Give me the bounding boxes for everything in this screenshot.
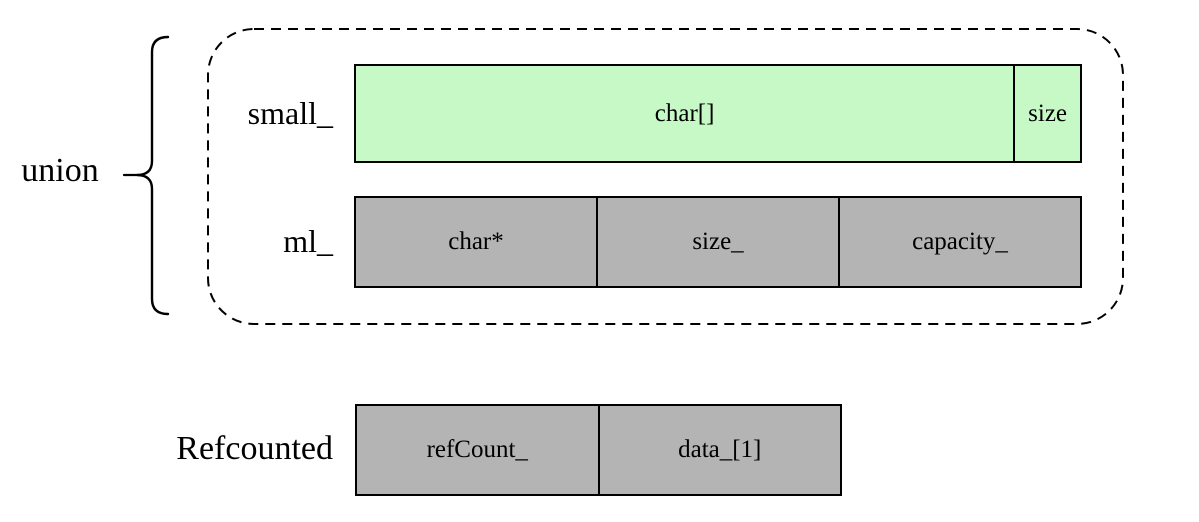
ml-cell-size: size_ bbox=[596, 198, 838, 286]
small-row-label: small_ bbox=[247, 95, 333, 131]
small-cell-char-array: char[] bbox=[654, 99, 715, 127]
ml-cell-char-ptr: char* bbox=[448, 228, 504, 255]
union-dashed-outline bbox=[207, 28, 1124, 325]
refcounted-row-label: Refcounted bbox=[176, 430, 333, 467]
refcounted-row: refCount_ data_[1] bbox=[355, 404, 842, 496]
union-label: union bbox=[21, 152, 99, 189]
ml-row-label: ml_ bbox=[283, 223, 333, 259]
small-cell-size: size bbox=[1013, 66, 1080, 161]
union-brace-icon bbox=[122, 35, 170, 316]
refcounted-cell-refcount: refCount_ bbox=[426, 436, 528, 463]
small-row: char[] size bbox=[354, 64, 1082, 163]
refcounted-cell-data: data_[1] bbox=[597, 406, 841, 494]
ml-cell-capacity: capacity_ bbox=[838, 198, 1080, 286]
ml-row: char* size_ capacity_ bbox=[354, 196, 1082, 288]
